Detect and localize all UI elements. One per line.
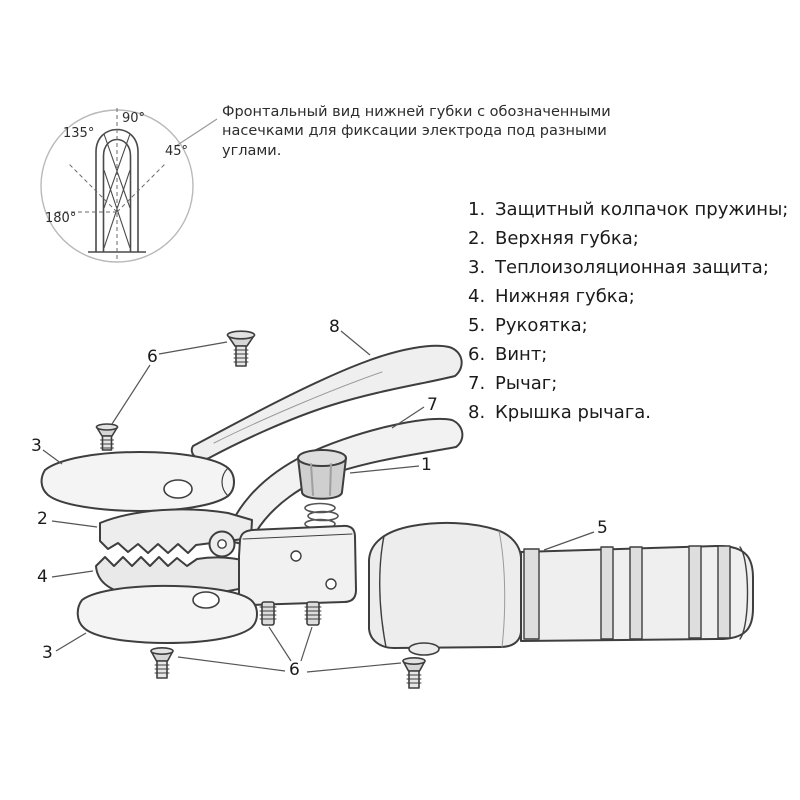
part-list-item: 1.Защитный колпачок пружины;: [468, 199, 789, 220]
callout-top-screw: 6: [147, 347, 158, 367]
callout-lever: 7: [427, 395, 438, 415]
part-list-item: 2.Верхняя губка;: [468, 228, 639, 249]
callout-spring-cap: 1: [421, 455, 432, 475]
angle-guide-lines: [56, 108, 167, 262]
callout-bottom-screws: 6: [289, 660, 300, 680]
stud-screws: [259, 601, 322, 626]
pivot-bolt: [208, 530, 236, 558]
part-list-item: 8.Крышка рычага.: [468, 402, 652, 423]
callout-handle: 5: [597, 518, 608, 538]
parts-list: 1.Защитный колпачок пружины; 2.Верхняя гу…: [468, 195, 788, 427]
part-list-item: 4.Нижняя губка;: [468, 286, 635, 307]
screw-bottom-left: [150, 646, 174, 679]
part-handle-shell: [368, 521, 522, 656]
angle-label-90: 90°: [122, 111, 146, 126]
clamp-body: [238, 524, 357, 606]
screw-top: [226, 330, 256, 367]
callout-lever-cover: 8: [329, 317, 340, 337]
leader-lines: [42, 330, 595, 673]
angle-label-45: 45°: [165, 144, 189, 159]
part-insulation-top: [40, 451, 235, 512]
part-list-item: 3.Теплоизоляционная защита;: [468, 257, 769, 278]
callout-upper-jaw: 2: [37, 509, 48, 529]
part-lever: [225, 417, 464, 547]
callout-insulation-top: 3: [31, 436, 42, 456]
part-insulation-bottom: [76, 584, 258, 644]
part-handle-grip: [520, 544, 754, 642]
screw-bottom-right: [402, 656, 426, 689]
jaw-front-view: [88, 128, 146, 253]
note-leader-line: [175, 118, 218, 147]
angle-label-180: 180°: [45, 211, 77, 226]
part-list-item: 5.Рукоятка;: [468, 315, 588, 336]
part-list-item: 7.Рычаг;: [468, 373, 558, 394]
screw-left: [95, 423, 119, 451]
callout-insulation-bottom: 3: [42, 643, 53, 663]
callout-lower-jaw: 4: [37, 567, 48, 587]
part-spring-cap: [297, 449, 347, 500]
part-lever-cover: [190, 344, 463, 461]
angle-label-135: 135°: [63, 126, 95, 141]
detail-note-text: Фронтальный вид нижней губки с обозначен…: [222, 104, 611, 159]
part-list-item: 6.Винт;: [468, 344, 548, 365]
